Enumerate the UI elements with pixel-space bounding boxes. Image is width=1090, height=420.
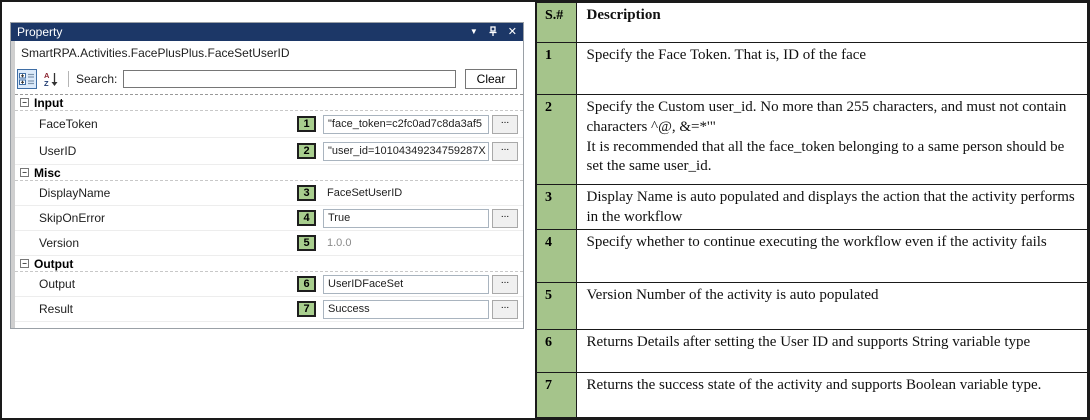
toolbar-divider bbox=[68, 71, 69, 87]
property-name: Version bbox=[39, 236, 80, 250]
property-row-facetoken: FaceToken 1 "face_token=c2fc0ad7c8da3af5… bbox=[15, 111, 523, 138]
section-label: Input bbox=[34, 95, 64, 110]
property-name: UserID bbox=[39, 144, 77, 158]
ellipsis-button[interactable]: ... bbox=[492, 208, 518, 228]
property-name: Output bbox=[39, 277, 76, 291]
description-table: S.# Description 1 Specify the Face Token… bbox=[535, 2, 1088, 418]
annotation-badge: 3 bbox=[297, 185, 316, 201]
serial-cell: 4 bbox=[535, 229, 577, 283]
annotation-badge: 4 bbox=[297, 210, 316, 226]
activity-path: SmartRPA.Activities.FacePlusPlus.FaceSet… bbox=[15, 41, 523, 64]
table-header-row: S.# Description bbox=[535, 2, 1088, 43]
serial-cell: 3 bbox=[535, 184, 577, 230]
section-header-output[interactable]: − Output bbox=[15, 256, 523, 272]
property-row-userid: UserID 2 "user_id=10104349234759287X ... bbox=[15, 138, 523, 165]
section-label: Output bbox=[34, 256, 74, 271]
table-row: 3 Display Name is auto populated and dis… bbox=[535, 184, 1088, 230]
property-value-field[interactable]: UserIDFaceSet bbox=[323, 274, 489, 294]
description-cell: Specify the Face Token. That is, ID of t… bbox=[575, 42, 1088, 95]
ellipsis-button[interactable]: ... bbox=[492, 299, 518, 319]
section-header-input[interactable]: − Input bbox=[15, 95, 523, 111]
property-name: SkipOnError bbox=[39, 211, 106, 225]
svg-text:Z: Z bbox=[44, 79, 49, 87]
property-panel-titlebar[interactable]: Property ▼ ✕ bbox=[11, 23, 523, 41]
serial-cell: 5 bbox=[535, 282, 577, 330]
description-cell: Specify whether to continue executing th… bbox=[575, 229, 1088, 283]
table-row: 2 Specify the Custom user_id. No more th… bbox=[535, 94, 1088, 185]
property-value-field[interactable]: "user_id=10104349234759287X bbox=[323, 141, 489, 161]
property-name: Result bbox=[39, 302, 74, 316]
annotation-badge: 2 bbox=[297, 143, 316, 159]
serial-cell: 6 bbox=[535, 329, 577, 373]
table-row: 6 Returns Details after setting the User… bbox=[535, 329, 1088, 373]
collapse-icon[interactable]: − bbox=[20, 98, 29, 107]
collapse-icon[interactable]: − bbox=[20, 168, 29, 177]
property-row-result: Result 7 Success ... bbox=[15, 297, 523, 322]
property-grid: − Input FaceToken 1 "face_token=c2fc0ad7… bbox=[15, 94, 523, 328]
search-input[interactable] bbox=[123, 70, 456, 88]
ellipsis-button[interactable]: ... bbox=[492, 114, 518, 134]
property-value-readonly: 1.0.0 bbox=[327, 237, 352, 249]
annotation-badge: 5 bbox=[297, 235, 316, 251]
property-value-field[interactable]: "face_token=c2fc0ad7c8da3af5 bbox=[323, 114, 489, 134]
serial-cell: 1 bbox=[535, 42, 577, 95]
ellipsis-button[interactable]: ... bbox=[492, 141, 518, 161]
header-description: Description bbox=[575, 2, 1088, 43]
pin-icon[interactable] bbox=[488, 25, 498, 39]
table-row: 4 Specify whether to continue executing … bbox=[535, 229, 1088, 283]
description-cell: Returns Details after setting the User I… bbox=[575, 329, 1088, 373]
property-value-text[interactable]: FaceSetUserID bbox=[327, 187, 403, 199]
property-name: DisplayName bbox=[39, 186, 111, 200]
left-pane: Property ▼ ✕ SmartRPA.Activities.FacePlu… bbox=[2, 2, 535, 418]
table-row: 5 Version Number of the activity is auto… bbox=[535, 282, 1088, 330]
table-row: 1 Specify the Face Token. That is, ID of… bbox=[535, 42, 1088, 95]
annotation-badge: 7 bbox=[297, 301, 316, 317]
header-serial: S.# bbox=[535, 2, 577, 43]
property-panel: Property ▼ ✕ SmartRPA.Activities.FacePlu… bbox=[10, 22, 524, 329]
section-label: Misc bbox=[34, 165, 61, 180]
property-value-field[interactable]: True bbox=[323, 208, 489, 228]
table-row: 7 Returns the success state of the activ… bbox=[535, 372, 1088, 418]
close-icon[interactable]: ✕ bbox=[507, 25, 517, 38]
annotation-badge: 6 bbox=[297, 276, 316, 292]
serial-cell: 2 bbox=[535, 94, 577, 185]
property-value-field[interactable]: Success bbox=[323, 299, 489, 319]
property-row-version: Version 5 1.0.0 ... bbox=[15, 231, 523, 256]
description-cell: Returns the success state of the activit… bbox=[575, 372, 1088, 418]
panel-title: Property bbox=[17, 25, 63, 39]
clear-button[interactable]: Clear bbox=[465, 69, 517, 89]
annotation-badge: 1 bbox=[297, 116, 316, 132]
search-label: Search: bbox=[76, 72, 118, 86]
collapse-icon[interactable]: − bbox=[20, 259, 29, 268]
svg-text:A: A bbox=[44, 71, 50, 80]
property-name: FaceToken bbox=[39, 117, 98, 131]
description-cell: Display Name is auto populated and displ… bbox=[575, 184, 1088, 230]
property-row-skiponerror: SkipOnError 4 True ... bbox=[15, 206, 523, 231]
property-row-displayname: DisplayName 3 FaceSetUserID ... bbox=[15, 181, 523, 206]
ellipsis-button[interactable]: ... bbox=[492, 274, 518, 294]
property-row-output: Output 6 UserIDFaceSet ... bbox=[15, 272, 523, 297]
description-cell: Specify the Custom user_id. No more than… bbox=[575, 94, 1088, 185]
description-cell: Version Number of the activity is auto p… bbox=[575, 282, 1088, 330]
section-header-misc[interactable]: − Misc bbox=[15, 165, 523, 181]
categorized-view-icon[interactable] bbox=[17, 69, 37, 89]
serial-cell: 7 bbox=[535, 372, 577, 418]
chevron-down-icon[interactable]: ▼ bbox=[469, 27, 478, 36]
